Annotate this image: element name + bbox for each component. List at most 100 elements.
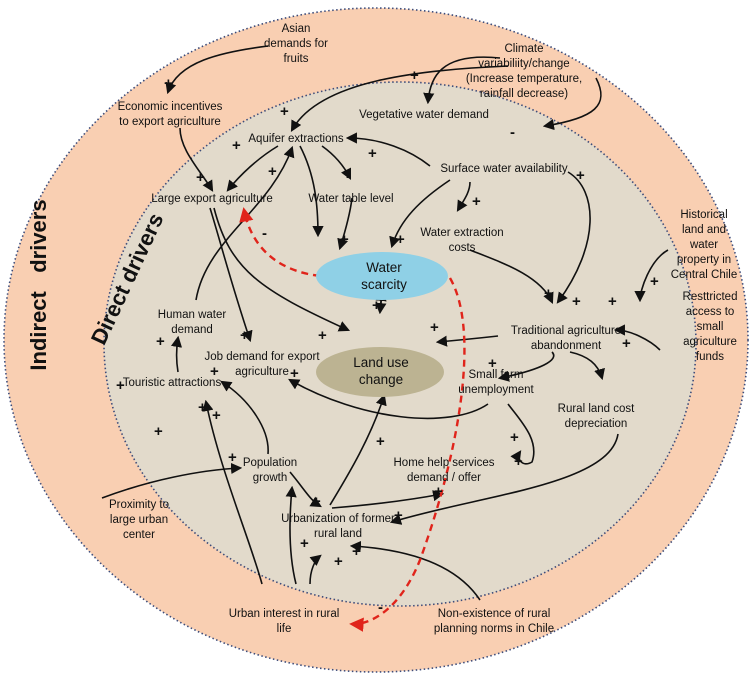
plus-sign: + — [312, 493, 321, 510]
plus-sign: + — [212, 407, 221, 424]
node-large-export-agriculture: Large export agriculture — [151, 193, 272, 205]
plus-sign: + — [650, 273, 659, 290]
plus-sign: + — [368, 145, 377, 162]
link — [469, 249, 554, 305]
dashed-link — [239, 207, 321, 278]
minus-sign: - — [510, 124, 515, 141]
polarity-signs: + + + - + + + + + - + - + + + + + + + + … — [116, 67, 659, 616]
plus-sign: + — [410, 67, 419, 84]
causal-links — [101, 45, 669, 601]
plus-sign: + — [434, 483, 443, 500]
plus-sign: + — [510, 429, 519, 446]
link — [321, 145, 352, 181]
plus-sign: + — [376, 433, 385, 450]
plus-sign: + — [352, 543, 361, 560]
link — [456, 181, 471, 212]
plus-sign: + — [514, 453, 523, 470]
indirect-drivers-label: Indirect drivers — [26, 199, 51, 370]
plus-sign: + — [544, 285, 553, 302]
plus-sign: + — [198, 399, 207, 416]
link — [213, 207, 351, 332]
plus-sign: + — [622, 335, 631, 352]
plus-sign: + — [572, 293, 581, 310]
plus-sign: + — [240, 327, 249, 344]
link — [331, 490, 445, 509]
plus-sign: + — [576, 167, 585, 184]
link — [556, 171, 591, 304]
plus-sign: + — [154, 423, 163, 440]
plus-sign: + — [430, 319, 439, 336]
node-aquifer-extractions: Aquifer extractions — [248, 133, 343, 145]
plus-sign: + — [300, 535, 309, 552]
plus-sign: + — [156, 333, 165, 350]
link — [101, 462, 243, 499]
minus-sign: - — [262, 225, 267, 242]
plus-sign: + — [396, 231, 405, 248]
plus-sign: + — [334, 553, 343, 570]
link — [288, 378, 489, 420]
plus-sign: + — [268, 163, 277, 180]
plus-sign: + — [196, 169, 205, 186]
link — [542, 77, 602, 131]
plus-sign: + — [372, 297, 381, 314]
plus-sign: + — [232, 137, 241, 154]
plus-sign: + — [608, 293, 617, 310]
link — [226, 145, 279, 192]
plus-sign: + — [290, 365, 299, 382]
link — [171, 335, 183, 373]
land-use-change-node — [316, 347, 444, 397]
dashed-link — [349, 277, 466, 632]
water-scarcity-node — [316, 252, 448, 300]
link — [285, 485, 297, 585]
link — [289, 471, 322, 508]
link — [389, 433, 619, 525]
node-vegetative-water-demand: Vegetative water demand — [359, 109, 489, 121]
link — [165, 45, 269, 95]
plus-sign: + — [488, 355, 497, 372]
minus-sign: - — [378, 599, 383, 616]
link — [202, 399, 263, 585]
link — [329, 393, 387, 506]
plus-sign: + — [280, 103, 289, 120]
link — [220, 380, 269, 455]
link — [435, 335, 499, 347]
link — [634, 249, 669, 303]
dashed-links — [239, 207, 466, 632]
link — [195, 145, 295, 301]
link — [613, 324, 661, 351]
link — [423, 56, 501, 105]
link — [309, 554, 322, 585]
link — [507, 403, 535, 465]
minus-sign: - — [346, 168, 351, 185]
plus-sign: + — [340, 231, 349, 248]
link — [299, 145, 324, 238]
link — [349, 540, 481, 601]
link — [337, 197, 353, 251]
link — [290, 65, 509, 132]
plus-sign: + — [472, 193, 481, 210]
node-touristic-attractions: Touristic attractions — [123, 377, 222, 389]
plus-sign: + — [164, 75, 173, 92]
link — [569, 351, 605, 381]
plus-sign: + — [228, 449, 237, 466]
